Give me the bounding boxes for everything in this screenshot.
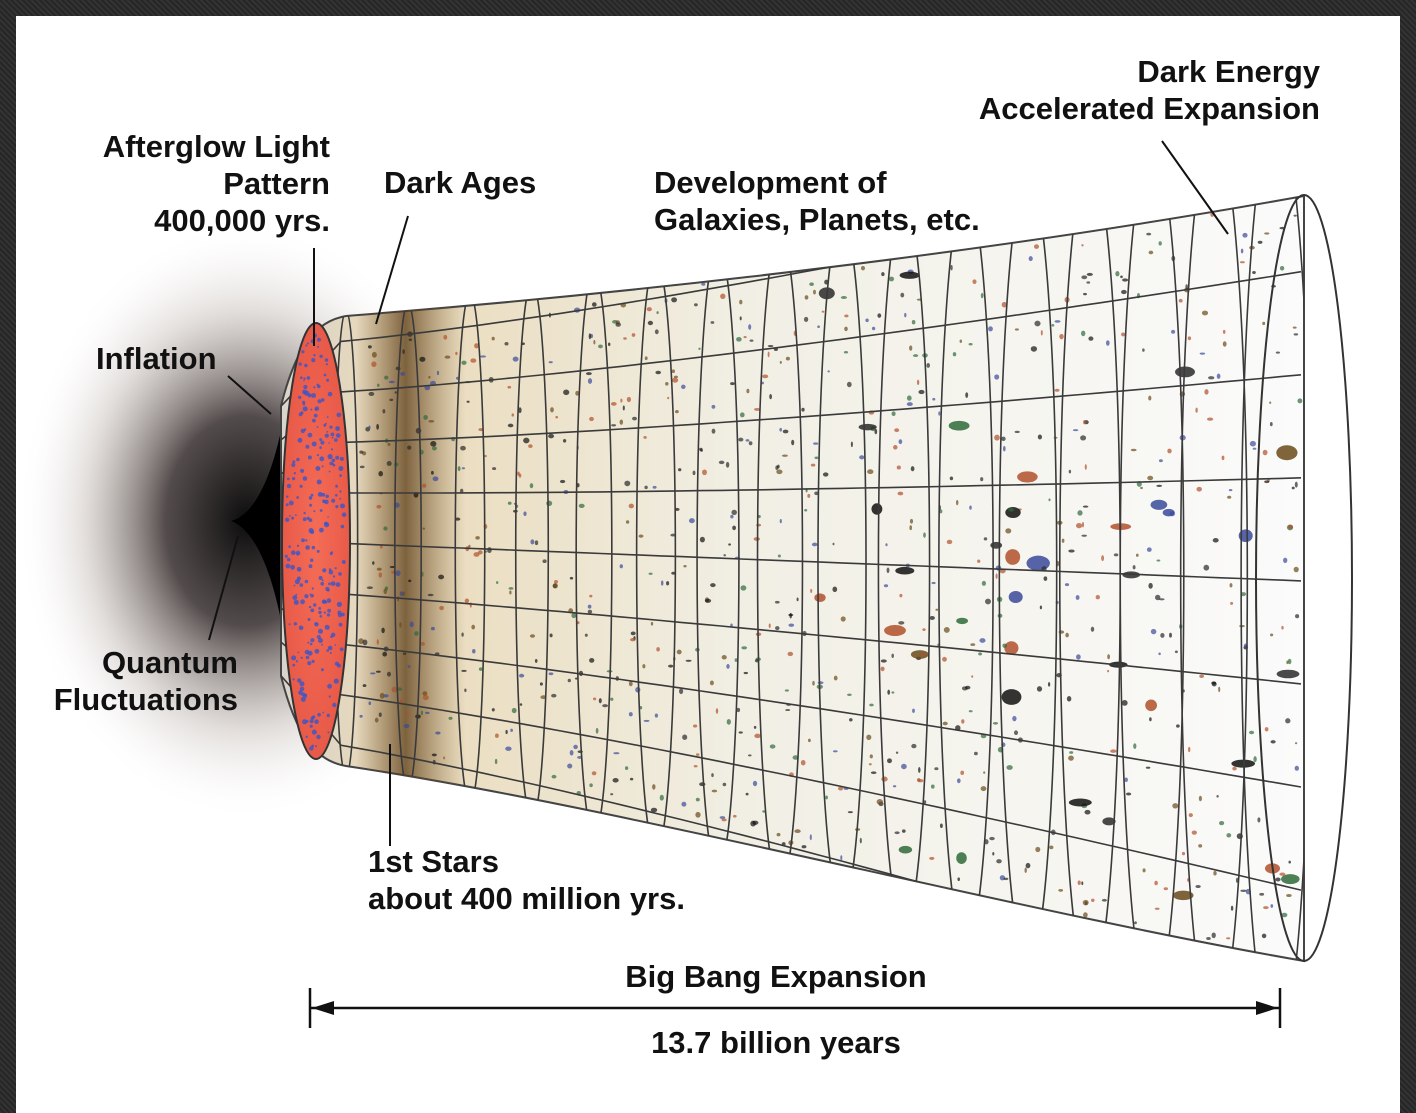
- expansion-arrow: [308, 988, 1282, 1028]
- afterglow-disk: [282, 323, 350, 759]
- first-stars-label: 1st Stars about 400 million yrs.: [368, 843, 685, 917]
- development-line-1: Development of: [654, 165, 887, 200]
- dark-ages-label: Dark Ages: [384, 165, 537, 200]
- leader-lines: [208, 140, 1229, 846]
- funnel-rim: [1255, 194, 1353, 962]
- afterglow-pattern: [284, 333, 347, 751]
- afterglow-line-2: Pattern: [223, 166, 330, 201]
- first-stars-line-1: 1st Stars: [368, 844, 499, 879]
- quantum-line-1: Quantum: [101, 645, 238, 680]
- expansion-title: Big Bang Expansion: [625, 959, 927, 994]
- development-label: Development of Galaxies, Planets, etc.: [654, 164, 980, 238]
- inflation-label: Inflation: [96, 341, 217, 376]
- development-line-2: Galaxies, Planets, etc.: [654, 202, 980, 237]
- expansion-span: 13.7 billion years: [651, 1025, 901, 1060]
- dark-energy-pointer: [1161, 140, 1229, 235]
- diagram-panel: Afterglow Light Pattern 400,000 yrs. Dar…: [16, 16, 1400, 1113]
- big-bang-point: [231, 416, 284, 636]
- inflation-pointer: [227, 375, 272, 415]
- afterglow-line-1: Afterglow Light: [102, 129, 330, 164]
- quantum-line-2: Fluctuations: [53, 682, 238, 717]
- afterglow-label: Afterglow Light Pattern 400,000 yrs.: [56, 128, 330, 239]
- galaxy-field: [358, 201, 1303, 957]
- first-stars-line-2: about 400 million yrs.: [368, 881, 685, 916]
- quantum-pointer: [208, 535, 239, 641]
- quantum-label: Quantum Fluctuations: [36, 644, 238, 718]
- afterglow-line-3: 400,000 yrs.: [154, 203, 330, 238]
- dark-ages-pointer: [375, 215, 409, 325]
- dark-energy-label: Dark Energy Accelerated Expansion: [916, 53, 1320, 127]
- dark-energy-line-1: Dark Energy: [1137, 54, 1320, 89]
- universe-timeline-diagram: [16, 140, 1353, 1028]
- dark-energy-line-2: Accelerated Expansion: [978, 91, 1320, 126]
